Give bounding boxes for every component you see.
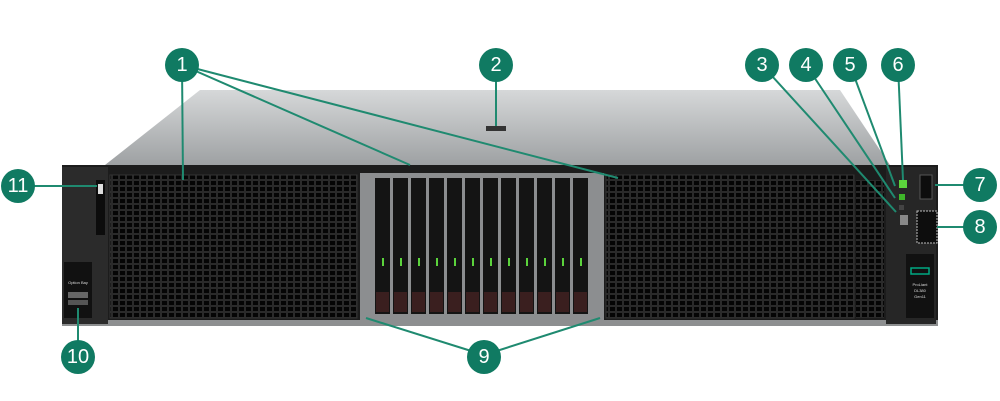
ilo-service-port[interactable] (916, 210, 938, 244)
callout-11: 11 (1, 169, 35, 203)
drive-latch (574, 292, 587, 312)
drive-bay[interactable] (573, 178, 588, 314)
svg-text:11: 11 (8, 175, 29, 197)
left-ear-slot (96, 180, 105, 235)
option-bay-ports (68, 292, 88, 305)
drive-latch (538, 292, 551, 312)
drive-latch (556, 292, 569, 312)
svg-text:2: 2 (490, 54, 501, 76)
drive-latch (448, 292, 461, 312)
callout-4: 4 (789, 48, 823, 82)
nic-led (899, 205, 904, 210)
drive-led (526, 258, 528, 266)
drive-led (544, 258, 546, 266)
drive-bay[interactable] (375, 178, 390, 314)
bottom-rail (62, 320, 938, 326)
drive-led (562, 258, 564, 266)
serial-tag (98, 184, 103, 194)
side-vent (856, 180, 884, 318)
callout-7: 7 (963, 168, 997, 202)
svg-text:3: 3 (756, 54, 767, 76)
callout-2: 2 (479, 48, 513, 82)
svg-text:4: 4 (800, 54, 811, 76)
callout-10: 10 (61, 340, 95, 374)
drive-bay[interactable] (447, 178, 462, 314)
hpe-logo (910, 267, 930, 275)
drive-led (580, 258, 582, 266)
svg-text:6: 6 (892, 54, 903, 76)
drive-latch (394, 292, 407, 312)
leader-lines (18, 64, 980, 357)
drive-bay[interactable] (465, 178, 480, 314)
drive-latch (412, 292, 425, 312)
drive-led (490, 258, 492, 266)
power-button[interactable] (900, 215, 908, 225)
svg-text:7: 7 (974, 174, 985, 196)
model-badge (906, 254, 934, 318)
right-fan-vent (605, 174, 855, 319)
drive-latch (520, 292, 533, 312)
drive-bays (375, 178, 588, 314)
model-line-3: Gen11 (914, 294, 926, 299)
callout-3: 3 (745, 48, 779, 82)
usb-port[interactable] (919, 174, 933, 200)
drive-bay[interactable] (537, 178, 552, 314)
drive-bay[interactable] (411, 178, 426, 314)
callout-1: 1 (165, 48, 199, 82)
svg-text:9: 9 (478, 346, 489, 368)
callout-8: 8 (963, 210, 997, 244)
drive-bay[interactable] (429, 178, 444, 314)
callout-6: 6 (881, 48, 915, 82)
drive-bay[interactable] (555, 178, 570, 314)
svg-text:8: 8 (974, 216, 985, 238)
model-line-1: ProLiant (913, 282, 929, 287)
drive-led (382, 258, 384, 266)
drive-bay[interactable] (519, 178, 534, 314)
drive-latch (430, 292, 443, 312)
option-bay-label: Option Bay (68, 280, 88, 285)
drive-led (508, 258, 510, 266)
drive-led (436, 258, 438, 266)
drive-led (400, 258, 402, 266)
lid-latch (486, 126, 506, 131)
left-fan-vent (109, 174, 358, 319)
drive-led (418, 258, 420, 266)
svg-text:10: 10 (67, 346, 89, 368)
model-line-2: DL380 (914, 288, 927, 293)
drive-latch (502, 292, 515, 312)
drive-latch (376, 292, 389, 312)
drive-bay[interactable] (483, 178, 498, 314)
drive-led (472, 258, 474, 266)
drive-latch (484, 292, 497, 312)
drive-bay[interactable] (501, 178, 516, 314)
drive-led (454, 258, 456, 266)
uid-button[interactable] (899, 180, 907, 188)
callout-9: 9 (467, 340, 501, 374)
drive-bay[interactable] (393, 178, 408, 314)
svg-text:5: 5 (844, 54, 855, 76)
health-led (899, 194, 905, 200)
drive-latch (466, 292, 479, 312)
svg-text:1: 1 (176, 54, 187, 76)
callout-5: 5 (833, 48, 867, 82)
